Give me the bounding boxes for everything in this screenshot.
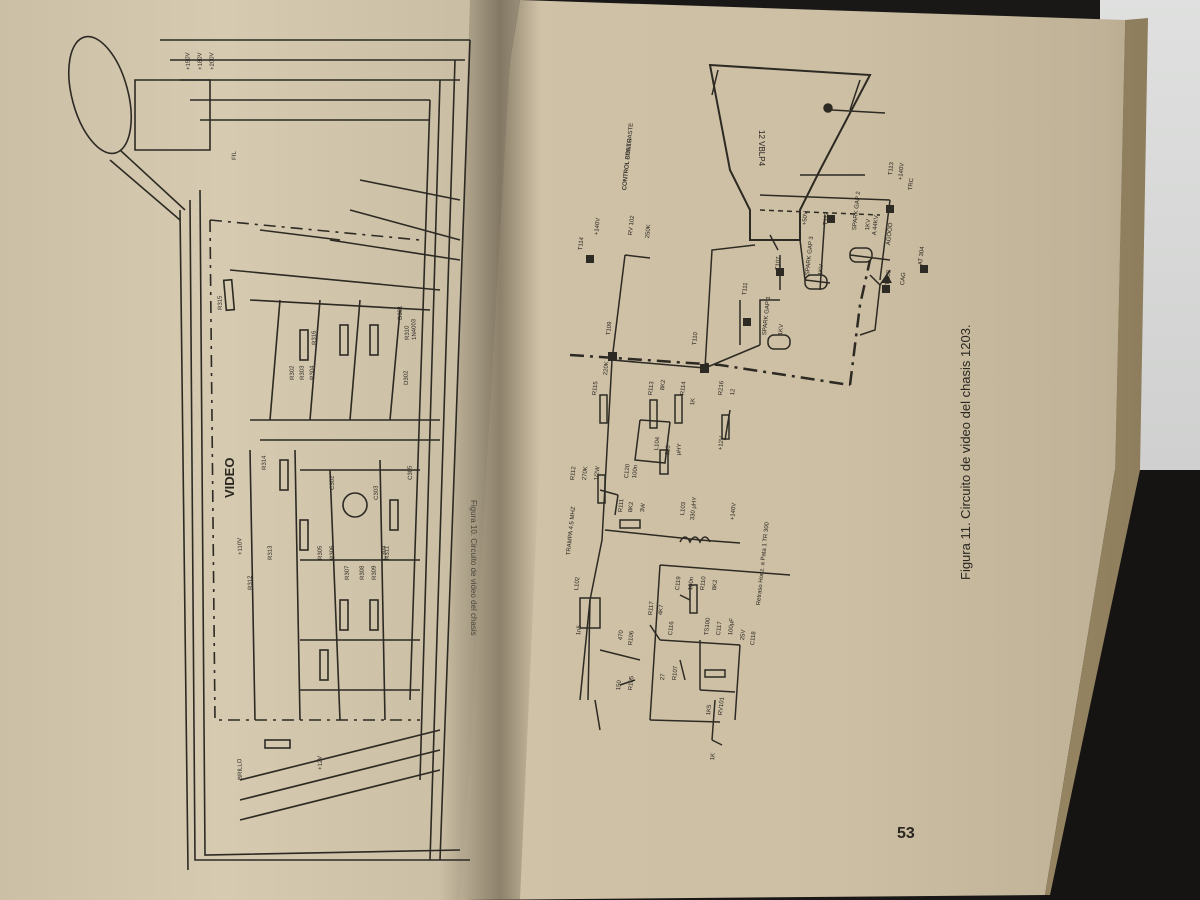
schematic-label: 1K bbox=[710, 752, 717, 761]
schematic-label: 1KV bbox=[865, 218, 873, 231]
schematic-label: D301 bbox=[397, 305, 404, 320]
schematic-label: 4K7 bbox=[658, 604, 666, 616]
schematic-label: 220 bbox=[665, 445, 673, 456]
schematic-label: +180V bbox=[197, 52, 204, 70]
schematic-label: 1K5 bbox=[706, 704, 714, 716]
schematic-label: R314 bbox=[261, 455, 268, 470]
schematic-label: R303 bbox=[299, 365, 306, 380]
schematic-label: TRC bbox=[908, 177, 916, 191]
schematic-label: R312 bbox=[247, 575, 254, 590]
schematic-label: 470 bbox=[618, 630, 626, 641]
schematic-label: R306 bbox=[329, 545, 336, 560]
schematic-label: R313 bbox=[267, 545, 274, 560]
figure-caption: Figura 11. Circuito de video del chasis … bbox=[958, 324, 973, 580]
schematic-label: 1N4003 bbox=[411, 318, 418, 340]
schematic-label: R302 bbox=[289, 365, 296, 380]
schematic-label: BRILLO bbox=[237, 758, 244, 780]
schematic-label: R307 bbox=[344, 565, 351, 580]
video-section-label: VIDEO bbox=[222, 457, 237, 498]
schematic-label: R304 bbox=[309, 365, 316, 380]
schematic-label: C305 bbox=[407, 465, 414, 480]
crt-tube-label: 12 VBLP4 bbox=[757, 130, 766, 167]
schematic-label: R308 bbox=[359, 565, 366, 580]
schematic-label: D302 bbox=[403, 370, 410, 385]
schematic-label: R316 bbox=[311, 330, 318, 345]
page-number: 53 bbox=[897, 825, 915, 842]
left-page-caption: Figura 10. Circuito de video del chasis bbox=[469, 500, 478, 636]
schematic-label: FIL bbox=[231, 151, 238, 160]
schematic-label: 12 bbox=[730, 388, 737, 396]
schematic-label: +150V bbox=[185, 52, 192, 70]
schematic-label: C302 bbox=[329, 475, 336, 490]
schematic-label: 1KV bbox=[778, 323, 786, 336]
schematic-label: 8K2 bbox=[628, 501, 636, 513]
schematic-label: 1K bbox=[690, 397, 697, 406]
schematic-label: C304 bbox=[381, 545, 388, 560]
schematic-label: +12V bbox=[317, 755, 324, 770]
schematic-label: 25V bbox=[740, 629, 748, 641]
schematic-label: 150 bbox=[616, 680, 624, 691]
schematic-label: µHY bbox=[676, 443, 684, 456]
schematic-label: 8K2 bbox=[660, 379, 668, 391]
schematic-label: 3W bbox=[640, 503, 647, 513]
schematic-label: +110V bbox=[237, 537, 244, 555]
schematic-label: 27 bbox=[660, 673, 667, 681]
schematic-label: +200V bbox=[209, 52, 216, 70]
schematic-label: 8K2 bbox=[712, 579, 720, 591]
schematic-label: R305 bbox=[317, 545, 324, 560]
schematic-label: R309 bbox=[371, 565, 378, 580]
schematic-label: C303 bbox=[373, 485, 380, 500]
schematic-label: 1KV bbox=[818, 263, 826, 276]
schematic-label: R315 bbox=[217, 295, 224, 310]
schematic-label: R310 bbox=[404, 325, 411, 340]
schematic-label: 1n5 bbox=[576, 625, 584, 636]
